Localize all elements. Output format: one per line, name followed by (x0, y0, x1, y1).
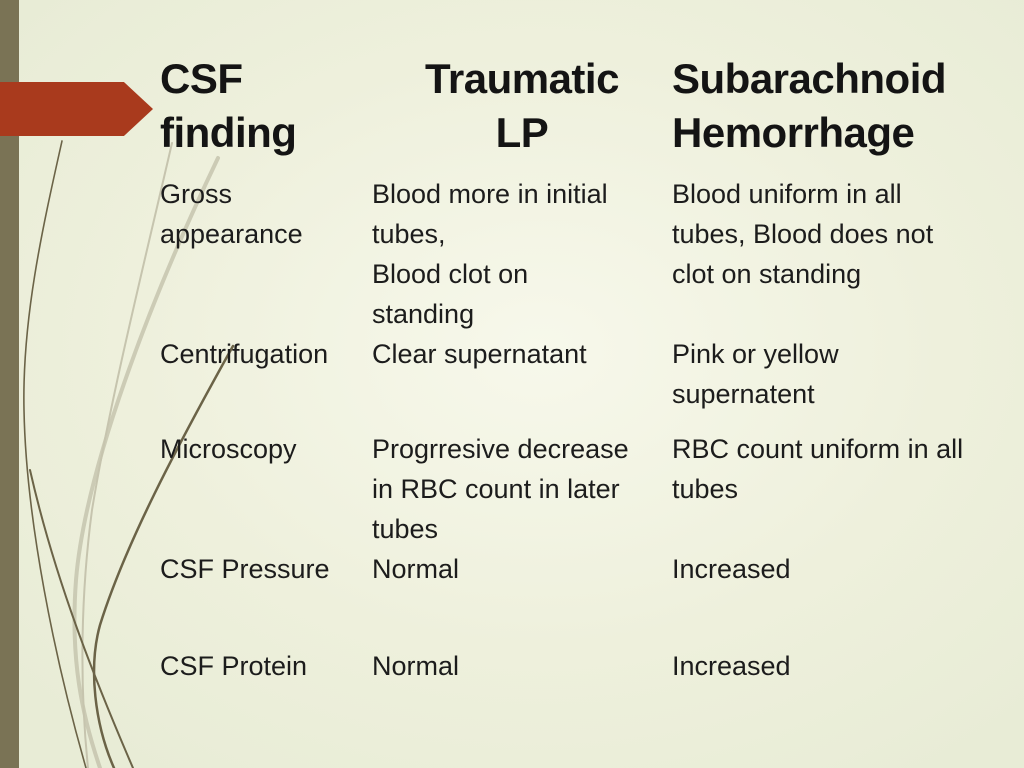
header-csf-finding: CSF finding (160, 55, 297, 156)
cell-sah-csf-pressure: Increased (672, 554, 791, 584)
left-edge-bar (0, 0, 19, 768)
cell-sah-gross-appearance: Blood uniform in all tubes, Blood does n… (672, 179, 934, 289)
table-row: Gross appearance Blood more in initial t… (160, 174, 1000, 334)
cell-finding-microscopy: Microscopy (160, 434, 297, 464)
cell-finding-gross-appearance: Gross appearance (160, 179, 303, 249)
table-row: CSF Pressure Normal Increased (160, 549, 1000, 646)
red-arrow-shape (0, 82, 153, 136)
cell-traumatic-microscopy: Progrresive decrease in RBC count in lat… (372, 434, 629, 544)
header-subarachnoid-hemorrhage: Subarachnoid Hemorrhage (672, 55, 947, 156)
cell-traumatic-centrifugation: Clear supernatant (372, 339, 587, 369)
table-header-row: CSF finding Traumatic LP Subarachnoid He… (160, 52, 1000, 174)
cell-sah-microscopy: RBC count uniform in all tubes (672, 434, 964, 504)
header-traumatic-lp: Traumatic LP (425, 55, 619, 156)
table-row: CSF Protein Normal Increased (160, 646, 1000, 686)
comparison-table: CSF finding Traumatic LP Subarachnoid He… (160, 52, 1000, 686)
cell-traumatic-gross-appearance: Blood more in initial tubes, Blood clot … (372, 179, 608, 329)
cell-traumatic-csf-pressure: Normal (372, 554, 460, 584)
table-row: Centrifugation Clear supernatant Pink or… (160, 334, 1000, 429)
cell-traumatic-csf-protein: Normal (372, 651, 460, 681)
table-row: Microscopy Progrresive decrease in RBC c… (160, 429, 1000, 549)
cell-finding-centrifugation: Centrifugation (160, 339, 329, 369)
cell-sah-csf-protein: Increased (672, 651, 791, 681)
cell-finding-csf-protein: CSF Protein (160, 651, 308, 681)
cell-sah-centrifugation: Pink or yellow supernatent (672, 339, 839, 409)
cell-finding-csf-pressure: CSF Pressure (160, 554, 330, 584)
